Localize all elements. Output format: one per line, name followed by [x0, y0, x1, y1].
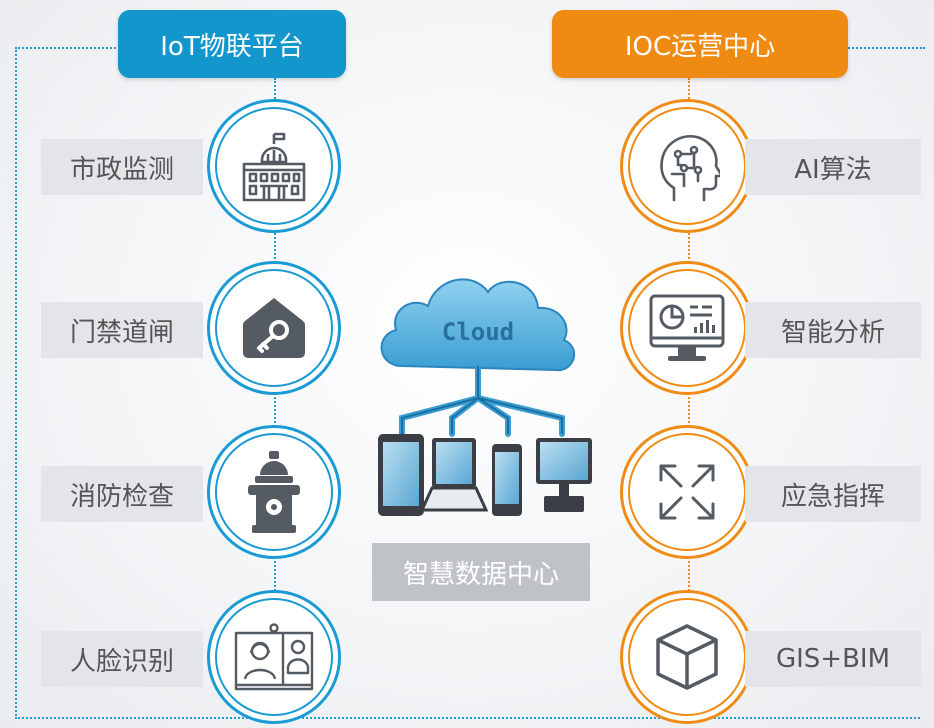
right-connector: [688, 78, 690, 718]
iot-platform-tab[interactable]: IoT物联平台: [118, 10, 346, 78]
node-face-recognition[interactable]: [207, 590, 341, 724]
phone-device-icon: [492, 444, 522, 516]
frame-right-top-border: [845, 47, 925, 49]
label-municipal-monitoring: 市政监测: [41, 139, 203, 195]
ioc-operation-tab[interactable]: IOC运营中心: [552, 10, 848, 78]
desktop-device-icon: [536, 438, 592, 512]
node-gis-bim[interactable]: [620, 590, 754, 724]
ai-brain-head-icon: [660, 135, 720, 202]
government-building-icon: [242, 132, 306, 202]
label-emergency-command: 应急指挥: [745, 466, 921, 522]
label-ai-algorithm: AI算法: [745, 139, 921, 195]
left-connector: [274, 78, 276, 718]
label-smart-analysis: 智能分析: [745, 302, 921, 358]
label-fire-inspection: 消防检查: [41, 466, 203, 522]
smart-data-center-label: 智慧数据中心: [372, 543, 590, 601]
video-conference-icon: [234, 623, 314, 691]
node-ai-algorithm[interactable]: [620, 99, 754, 233]
tablet-device-icon: [378, 434, 424, 516]
label-face-recognition: 人脸识别: [41, 631, 203, 687]
cube-icon: [656, 624, 718, 690]
label-gis-bim: GIS+BIM: [745, 631, 921, 687]
node-emergency-command[interactable]: [620, 425, 754, 559]
expand-arrows-icon: [659, 464, 715, 520]
node-smart-analysis[interactable]: [620, 261, 754, 395]
node-fire-inspection[interactable]: [207, 425, 341, 559]
cloud-text: Cloud: [442, 318, 514, 346]
laptop-device-icon: [419, 438, 489, 512]
cloud-data-center-graphic: Cloud: [378, 278, 592, 516]
node-access-gate[interactable]: [207, 261, 341, 395]
node-municipal-monitoring[interactable]: [207, 99, 341, 233]
fire-hydrant-icon: [248, 451, 300, 533]
cloud-icon: [380, 278, 576, 372]
home-key-icon: [243, 298, 305, 358]
analytics-monitor-icon: [649, 294, 725, 361]
frame-bottom-border: [15, 717, 920, 719]
label-access-gate: 门禁道闸: [41, 302, 203, 358]
